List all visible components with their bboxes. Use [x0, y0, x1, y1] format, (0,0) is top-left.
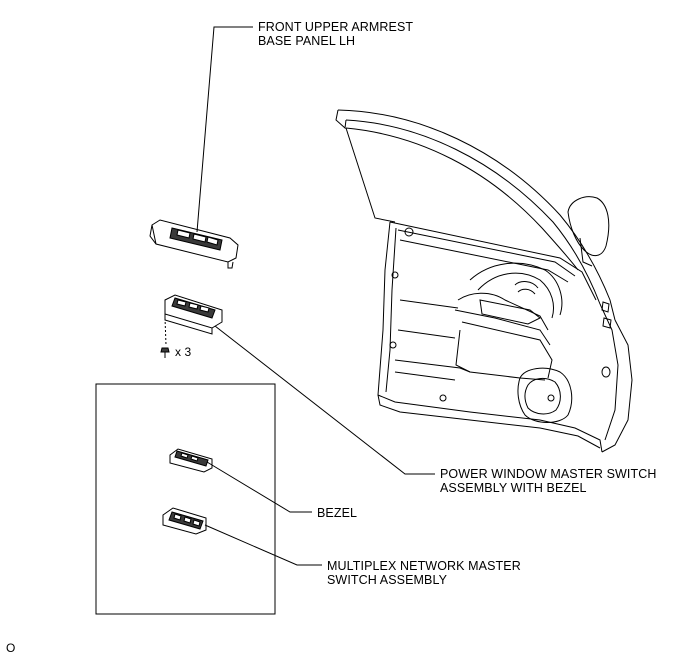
- switch-assembly-label-line2: ASSEMBLY WITH BEZEL: [440, 481, 587, 495]
- corner-mark: O: [6, 641, 16, 655]
- detail-box: [95, 383, 276, 615]
- screw-count-label: x 3: [175, 345, 192, 359]
- armrest-label-line2: BASE PANEL LH: [258, 34, 356, 48]
- multiplex-label-line1: MULTIPLEX NETWORK MASTER: [327, 559, 521, 573]
- bezel-part: [169, 448, 213, 473]
- armrest-label: FRONT UPPER ARMREST BASE PANEL LH: [258, 20, 413, 48]
- armrest-label-line1: FRONT UPPER ARMREST: [258, 20, 414, 34]
- screw-part: [160, 317, 170, 358]
- leader-lines: [196, 26, 435, 566]
- door-assembly: [335, 109, 633, 453]
- multiplex-label-line2: SWITCH ASSEMBLY: [327, 573, 448, 587]
- switch-assembly-label-line1: POWER WINDOW MASTER SWITCH: [440, 467, 657, 481]
- power-window-switch-part: [164, 294, 223, 335]
- armrest-base-panel-part: [149, 219, 239, 269]
- bezel-label: BEZEL: [317, 506, 358, 520]
- switch-assembly-label: POWER WINDOW MASTER SWITCH ASSEMBLY WITH…: [440, 467, 656, 495]
- multiplex-switch-part: [162, 507, 207, 535]
- multiplex-label: MULTIPLEX NETWORK MASTER SWITCH ASSEMBLY: [327, 559, 521, 587]
